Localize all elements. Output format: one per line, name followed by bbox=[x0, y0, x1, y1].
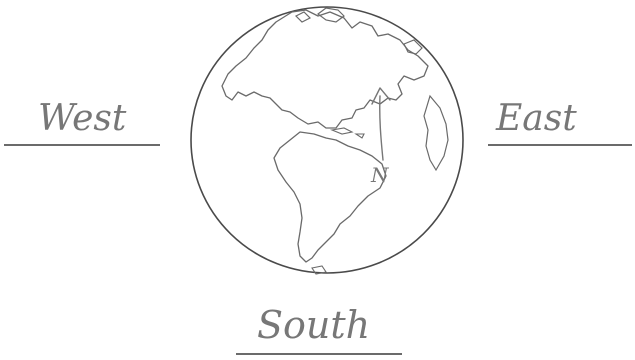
north-arrow-shaft bbox=[380, 96, 383, 160]
south-america-outline bbox=[274, 132, 386, 262]
africa-edge-outline bbox=[424, 96, 448, 170]
globe-outline bbox=[191, 7, 463, 273]
south-label: South bbox=[257, 303, 370, 347]
north-arrow-letter: N bbox=[370, 163, 390, 187]
west-label: West bbox=[38, 98, 127, 139]
caribbean-islands-outline bbox=[332, 128, 364, 138]
east-label: East bbox=[495, 98, 577, 139]
globe-icon bbox=[191, 7, 463, 274]
